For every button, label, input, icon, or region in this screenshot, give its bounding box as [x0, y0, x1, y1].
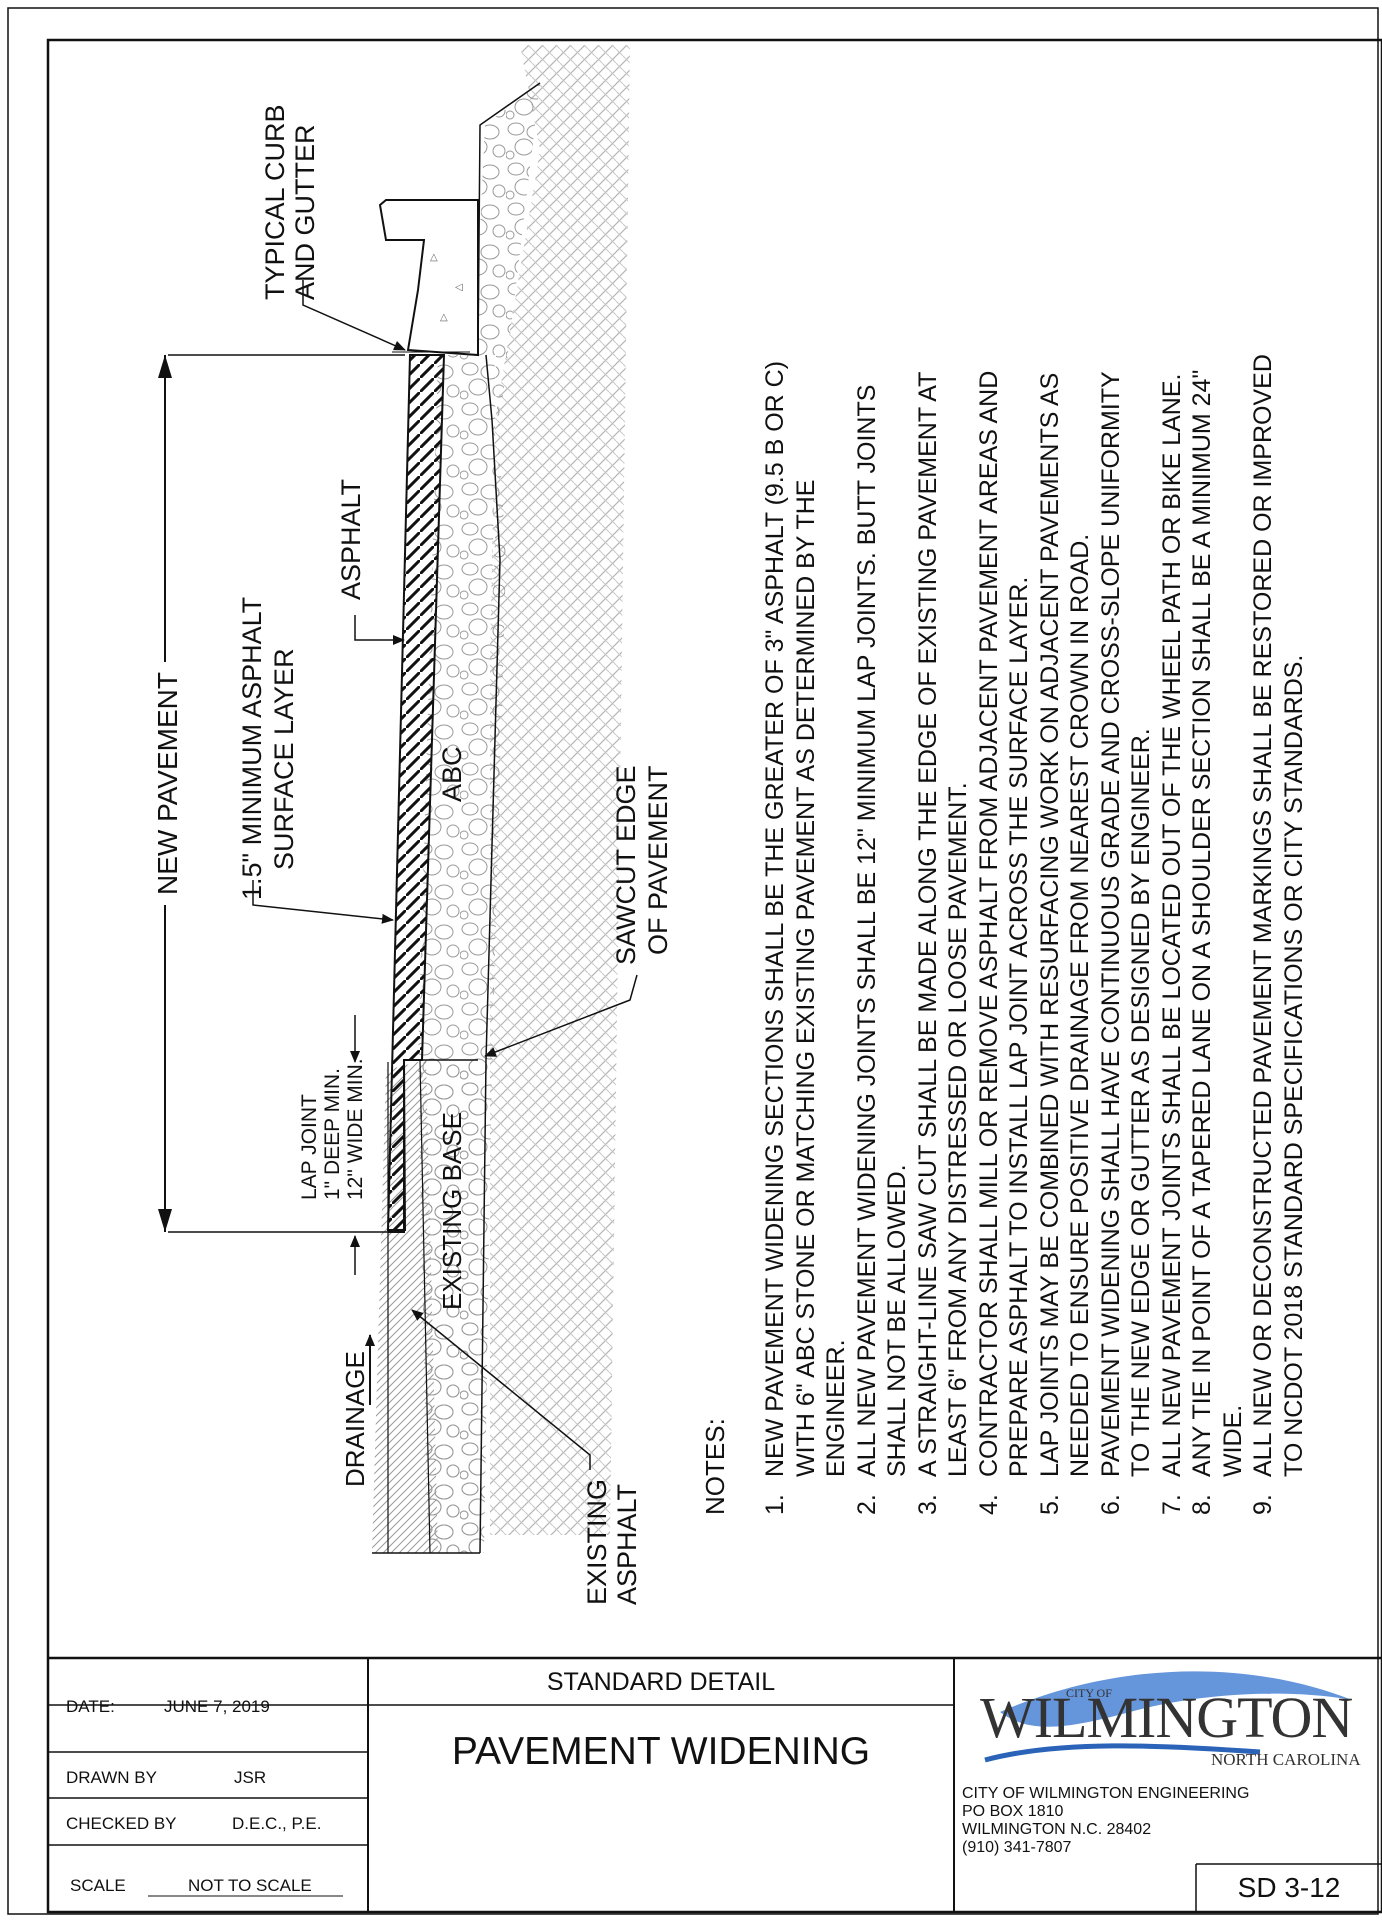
date-label: DATE:: [66, 1697, 115, 1716]
note-item: 5. LAP JOINTS MAY BE COMBINED WITH RESURF…: [1035, 225, 1096, 1515]
checked-by-value: D.E.C., P.E.: [232, 1814, 322, 1833]
sawcut-callout: SAWCUT EDGE OF PAVEMENT: [611, 765, 673, 965]
sheet-number: SD 3-12: [1237, 1872, 1341, 1903]
note-text: LAP JOINTS MAY BE COMBINED WITH RESURFAC…: [1035, 373, 1096, 1477]
note-line: TO THE NEW EDGE OR GUTTER AS DESIGNED BY…: [1127, 728, 1155, 1477]
notes-heading: NOTES:: [700, 1418, 730, 1515]
checked-by-label: CHECKED BY: [66, 1814, 177, 1833]
asphalt-callout: ASPHALT: [336, 478, 366, 600]
note-item: 7. ALL NEW PAVEMENT JOINTS SHALL BE LOCAT…: [1157, 225, 1188, 1515]
note-text: CONTRACTOR SHALL MILL OR REMOVE ASPHALT …: [974, 371, 1035, 1477]
logo-swoosh: [1000, 1671, 1352, 1727]
abc-label: ABC: [437, 746, 467, 802]
note-line: SHALL NOT BE ALLOWED.: [883, 1164, 911, 1477]
note-line: CONTRACTOR SHALL MILL OR REMOVE ASPHALT …: [974, 370, 1003, 1477]
note-item: 2. ALL NEW PAVEMENT WIDENING JOINTS SHALL…: [852, 225, 913, 1515]
note-line: NEW PAVEMENT WIDENING SECTIONS SHALL BE …: [761, 360, 789, 1477]
note-line: LEAST 6" FROM ANY DISTRESSED OR LOOSE PA…: [944, 782, 972, 1477]
lap-joint-callout: LAP JOINT 1" DEEP MIN. 12" WIDE MIN.: [298, 1058, 367, 1200]
note-item: 1. NEW PAVEMENT WIDENING SECTIONS SHALL B…: [760, 225, 852, 1515]
note-text: A STRAIGHT-LINE SAW CUT SHALL BE MADE AL…: [913, 372, 974, 1477]
date-value: JUNE 7, 2019: [164, 1697, 270, 1716]
note-item: 9. ALL NEW OR DECONSTRUCTED PAVEMENT MARK…: [1248, 225, 1309, 1515]
note-item: 4. CONTRACTOR SHALL MILL OR REMOVE ASPHAL…: [974, 225, 1035, 1515]
address-block: CITY OF WILMINGTON ENGINEERING PO BOX 18…: [962, 1785, 1250, 1856]
svg-text:△: △: [430, 252, 438, 263]
detail-type: STANDARD DETAIL: [546, 1668, 776, 1696]
note-line: ENGINEER.: [822, 1339, 850, 1477]
note-number: 3.: [913, 1494, 942, 1515]
note-number: 2.: [852, 1494, 881, 1515]
note-line: A STRAIGHT-LINE SAW CUT SHALL BE MADE AL…: [913, 371, 942, 1477]
note-line: ALL NEW PAVEMENT WIDENING JOINTS SHALL B…: [852, 384, 881, 1477]
note-line: PREPARE ASPHALT TO INSTALL LAP JOINT ACR…: [1005, 576, 1033, 1477]
note-text: ALL NEW PAVEMENT JOINTS SHALL BE LOCATED…: [1157, 374, 1188, 1477]
note-line: WIDE.: [1218, 1404, 1247, 1477]
note-number: 1.: [761, 1494, 789, 1515]
note-text: PAVEMENT WIDENING SHALL HAVE CONTINUOUS …: [1096, 371, 1157, 1477]
note-text: ALL NEW PAVEMENT WIDENING JOINTS SHALL B…: [852, 385, 913, 1477]
note-line: NEEDED TO ENSURE POSITIVE DRAINAGE FROM …: [1066, 533, 1094, 1477]
existing-base-label: EXISTING BASE: [437, 1112, 467, 1310]
notes-list: 1. NEW PAVEMENT WIDENING SECTIONS SHALL B…: [760, 225, 1309, 1515]
note-number: 5.: [1035, 1494, 1064, 1515]
logo-state: NORTH CAROLINA: [1211, 1750, 1361, 1769]
note-number: 9.: [1249, 1494, 1277, 1515]
surface-layer-callout: 1.5" MINIMUM ASPHALT SURFACE LAYER: [237, 596, 299, 900]
logo-name: WILMINGTON: [980, 1685, 1353, 1750]
scale-value: NOT TO SCALE: [188, 1876, 312, 1895]
logo-city-of: CITY OF: [1066, 1686, 1112, 1700]
note-number: 8.: [1188, 1494, 1216, 1515]
curb-gutter-callout: TYPICAL CURB AND GUTTER: [260, 104, 320, 300]
note-text: ALL NEW OR DECONSTRUCTED PAVEMENT MARKIN…: [1248, 354, 1309, 1477]
city-logo: CITY OF WILMINGTON NORTH CAROLINA: [976, 1672, 1378, 1782]
note-line: LAP JOINTS MAY BE COMBINED WITH RESURFAC…: [1035, 372, 1064, 1477]
note-number: 6.: [1096, 1494, 1125, 1515]
note-line: WITH 6" ABC STONE OR MATCHING EXISTING P…: [791, 479, 820, 1477]
note-number: 4.: [974, 1494, 1003, 1515]
note-line: ANY TIE IN POINT OF A TAPERED LANE ON A …: [1188, 369, 1216, 1477]
svg-text:△: △: [440, 312, 448, 323]
scale-label: SCALE: [70, 1876, 126, 1895]
drainage-label: DRAINAGE: [340, 1351, 370, 1487]
note-item: 3. A STRAIGHT-LINE SAW CUT SHALL BE MADE …: [913, 225, 974, 1515]
note-line: TO NCDOT 2018 STANDARD SPECIFICATIONS OR…: [1279, 654, 1308, 1477]
drawn-by-label: DRAWN BY: [66, 1768, 157, 1787]
date-row: DATE: JUNE 7, 2019: [0, 1697, 320, 1751]
detail-title: PAVEMENT WIDENING: [451, 1730, 871, 1773]
note-item: 8. ANY TIE IN POINT OF A TAPERED LANE ON …: [1187, 225, 1248, 1515]
note-line: PAVEMENT WIDENING SHALL HAVE CONTINUOUS …: [1096, 371, 1125, 1477]
note-item: 6. PAVEMENT WIDENING SHALL HAVE CONTINUOU…: [1096, 225, 1157, 1515]
svg-text:◁: ◁: [455, 282, 463, 293]
note-line: ALL NEW PAVEMENT JOINTS SHALL BE LOCATED…: [1157, 373, 1186, 1477]
note-text: NEW PAVEMENT WIDENING SECTIONS SHALL BE …: [760, 361, 852, 1477]
new-pavement-label: NEW PAVEMENT: [152, 662, 184, 905]
note-line: ALL NEW OR DECONSTRUCTED PAVEMENT MARKIN…: [1249, 354, 1277, 1477]
drawn-by-value: JSR: [234, 1768, 267, 1787]
note-text: ANY TIE IN POINT OF A TAPERED LANE ON A …: [1187, 370, 1248, 1477]
existing-base-region: [418, 1060, 478, 1553]
existing-asphalt-callout: EXISTING ASPHALT: [582, 1478, 642, 1605]
note-number: 7.: [1157, 1494, 1186, 1515]
curb-gutter-shape: [378, 199, 479, 357]
subgrade-soil: [490, 45, 630, 1535]
